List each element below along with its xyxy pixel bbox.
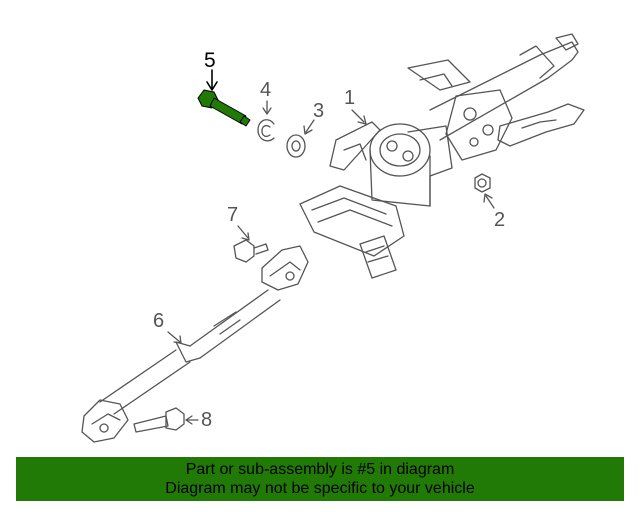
steering-column-diagram [81, 33, 585, 443]
part-2-nut [474, 173, 495, 209]
callout-1: 1 [344, 87, 356, 109]
callout-3: 3 [313, 100, 325, 122]
part-5-bolt [197, 69, 251, 127]
callout-6: 6 [153, 310, 165, 332]
part-6-intermediate-shaft [81, 245, 309, 443]
info-banner: Part or sub-assembly is #5 in diagram Di… [16, 457, 624, 501]
part-7-bolt [233, 225, 269, 263]
callout-4: 4 [260, 79, 272, 101]
part-8-bolt [133, 407, 199, 433]
banner-line-2: Diagram may not be specific to your vehi… [165, 480, 475, 497]
callout-7: 7 [227, 204, 239, 226]
banner-line-1: Part or sub-assembly is #5 in diagram [185, 461, 455, 478]
callout-5: 5 [204, 49, 216, 72]
callout-8: 8 [201, 409, 213, 431]
part-4-clip [257, 100, 275, 142]
part-3-washer [286, 119, 315, 158]
part-1-steering-column [299, 33, 585, 279]
callout-2: 2 [494, 209, 506, 231]
